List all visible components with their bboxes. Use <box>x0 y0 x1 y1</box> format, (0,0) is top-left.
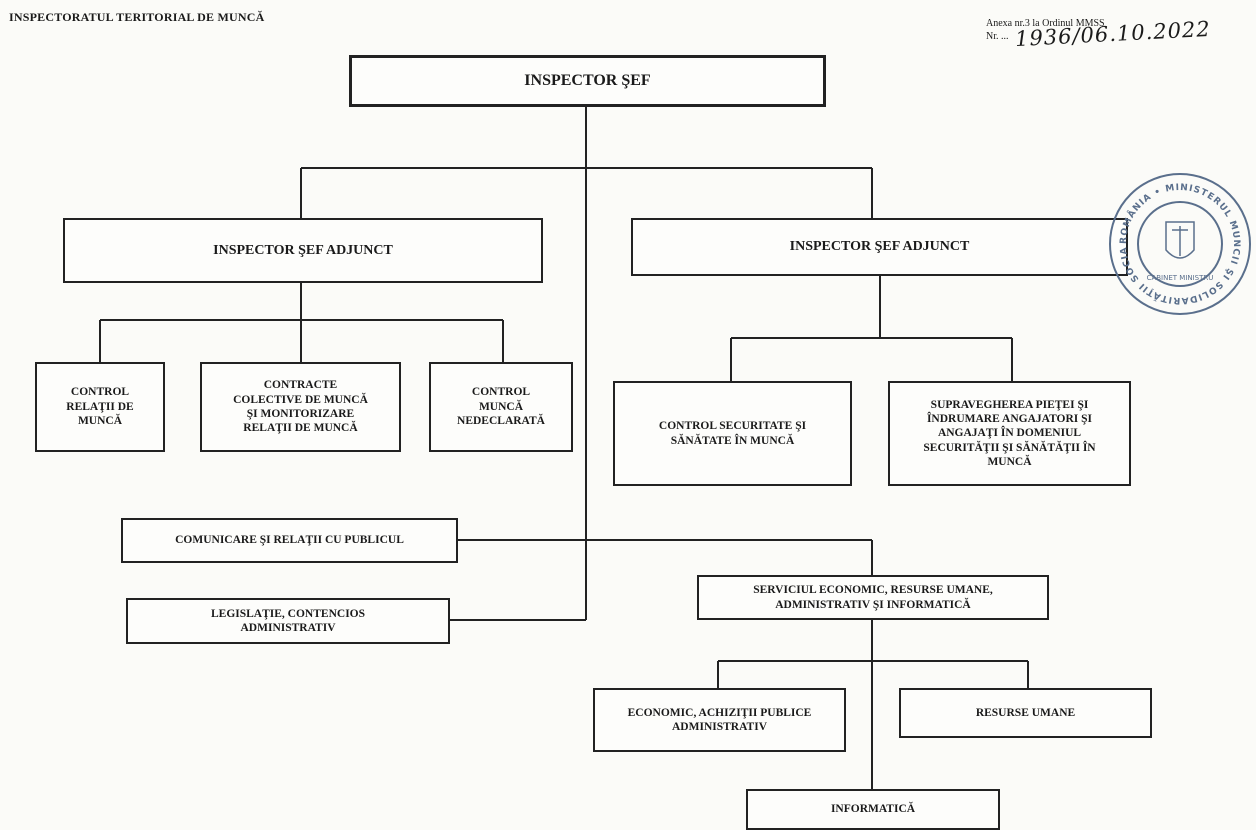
box-informatica: INFORMATICĂ <box>746 789 1000 830</box>
box-control-munca-nedeclarata: CONTROL MUNCĂ NEDECLARATĂ <box>429 362 573 452</box>
box-control-relatii-munca: CONTROL RELAŢII DE MUNCĂ <box>35 362 165 452</box>
label-inspector-sef: INSPECTOR ŞEF <box>524 72 651 89</box>
annex-reference: Anexa nr.3 la Ordinul MMSS <box>986 18 1105 29</box>
label-control-nedeclarata: CONTROL MUNCĂ NEDECLARATĂ <box>457 386 545 428</box>
label-informatica: INFORMATICĂ <box>830 803 916 816</box>
box-inspector-sef-adjunct-right: INSPECTOR ŞEF ADJUNCT <box>631 218 1128 276</box>
label-control-relatii: CONTROL RELAŢII DE MUNCĂ <box>66 386 134 428</box>
box-legislatie-contencios: LEGISLAŢIE, CONTENCIOS ADMINISTRATIV <box>126 598 450 644</box>
label-contracte-colective: CONTRACTE COLECTIVE DE MUNCĂ ŞI MONITORI… <box>233 379 368 435</box>
label-economic-achizitii: ECONOMIC, ACHIZIŢII PUBLICE ADMINISTRATI… <box>627 706 812 733</box>
box-resurse-umane: RESURSE UMANE <box>899 688 1152 738</box>
box-comunicare-relatii-public: COMUNICARE ŞI RELAŢII CU PUBLICUL <box>121 518 458 563</box>
box-inspector-sef: INSPECTOR ŞEF <box>349 55 826 107</box>
box-supravegherea-pietei: SUPRAVEGHEREA PIEŢEI ŞI ÎNDRUMARE ANGAJA… <box>888 381 1131 486</box>
box-control-securitate-sanatate: CONTROL SECURITATE ŞI SĂNĂTATE ÎN MUNCĂ <box>613 381 852 486</box>
stamp-center-text: CABINET MINISTRU <box>1147 274 1214 282</box>
label-resurse-umane: RESURSE UMANE <box>975 706 1076 719</box>
box-inspector-sef-adjunct-left: INSPECTOR ŞEF ADJUNCT <box>63 218 543 283</box>
label-supraveghere: SUPRAVEGHEREA PIEŢEI ŞI ÎNDRUMARE ANGAJA… <box>923 398 1096 469</box>
label-legislatie: LEGISLAŢIE, CONTENCIOS ADMINISTRATIV <box>210 607 366 634</box>
box-contracte-colective: CONTRACTE COLECTIVE DE MUNCĂ ŞI MONITORI… <box>200 362 401 452</box>
label-deputy-left: INSPECTOR ŞEF ADJUNCT <box>213 242 393 258</box>
label-comunicare: COMUNICARE ŞI RELAŢII CU PUBLICUL <box>175 534 404 547</box>
document-title: INSPECTORATUL TERITORIAL DE MUNCĂ <box>9 10 265 24</box>
label-deputy-right: INSPECTOR ŞEF ADJUNCT <box>789 239 970 255</box>
box-serviciul-economic: SERVICIUL ECONOMIC, RESURSE UMANE, ADMIN… <box>697 575 1049 620</box>
label-control-securitate: CONTROL SECURITATE ŞI SĂNĂTATE ÎN MUNCĂ <box>658 420 807 447</box>
official-stamp-icon: ROMÂNIA • MINISTERUL MUNCII ŞI SOLIDARIT… <box>1106 170 1251 315</box>
box-economic-achizitii: ECONOMIC, ACHIZIŢII PUBLICE ADMINISTRATI… <box>593 688 846 752</box>
annex-number-label: Nr. ... <box>986 31 1009 42</box>
label-serviciul-economic: SERVICIUL ECONOMIC, RESURSE UMANE, ADMIN… <box>753 584 993 611</box>
